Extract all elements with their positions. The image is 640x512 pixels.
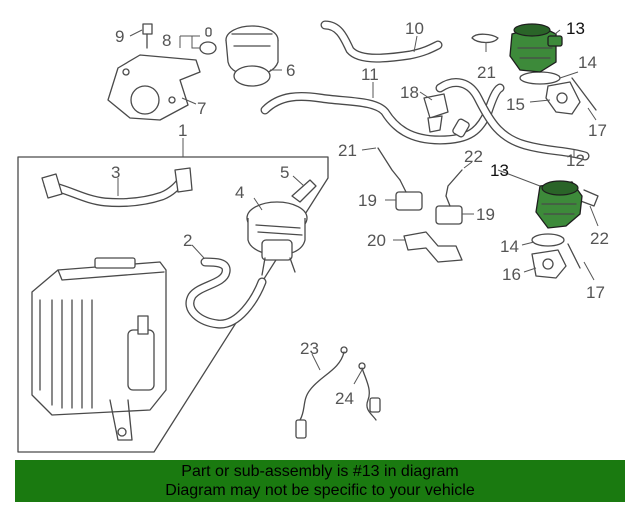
flange-15 (545, 81, 581, 115)
bracket-20 (403, 231, 463, 263)
oxygen-sensor-23 (295, 346, 348, 439)
bracket-7 (107, 54, 201, 121)
valve-19-left (395, 179, 423, 211)
callout-2: 2 (183, 231, 192, 250)
valve-19-right (435, 195, 463, 225)
callout-23: 23 (300, 339, 319, 358)
bolt-9 (142, 23, 153, 49)
gasket-14-top (519, 71, 561, 85)
callout-22-left: 22 (464, 147, 483, 166)
callout-10: 10 (405, 19, 424, 38)
air-pump-6 (225, 25, 279, 87)
grommet-8 (199, 27, 217, 55)
callout-18: 18 (400, 83, 419, 102)
callout-21-top: 21 (477, 63, 496, 82)
parts-diagram: 1 2 3 4 5 6 7 8 9 10 11 12 13 13 14 14 1… (17, 19, 609, 453)
callout-1: 1 (178, 121, 187, 140)
callout-22-right: 22 (590, 229, 609, 248)
purge-valve-4 (246, 179, 317, 276)
info-banner: Part or sub-assembly is #13 in diagram D… (15, 460, 625, 502)
banner-line-1: Part or sub-assembly is #13 in diagram (181, 463, 459, 480)
highlighted-part-13-bottom (535, 180, 583, 229)
callout-12: 12 (566, 151, 585, 170)
callout-17-top: 17 (588, 121, 607, 140)
leader-lines (117, 29, 599, 385)
flange-16 (531, 249, 567, 279)
highlighted-part-13-top (509, 23, 563, 73)
callout-14-bottom: 14 (500, 237, 519, 256)
callout-4: 4 (235, 183, 244, 202)
callout-17-bottom: 17 (586, 283, 605, 302)
gasket-14-bottom (531, 233, 565, 247)
bolt-17-top (571, 77, 597, 111)
callout-13-bottom: 13 (490, 161, 509, 180)
callout-21-left: 21 (338, 141, 357, 160)
corrugated-hose-2 (185, 257, 267, 329)
callout-20: 20 (367, 231, 386, 250)
callout-19-right: 19 (476, 205, 495, 224)
cable-21-left (377, 147, 401, 181)
pipe-12 (435, 78, 590, 161)
callout-9: 9 (115, 27, 124, 46)
callout-15: 15 (506, 95, 525, 114)
hose-assembly-3 (41, 167, 193, 207)
clip-21-top (471, 33, 499, 44)
charcoal-canister (31, 257, 167, 441)
callout-16: 16 (502, 265, 521, 284)
sensor-18 (423, 93, 449, 133)
callout-6: 6 (286, 61, 295, 80)
callout-13-top: 13 (566, 19, 585, 38)
callout-11: 11 (361, 65, 379, 84)
callout-7: 7 (197, 99, 206, 118)
callout-24: 24 (335, 389, 354, 408)
cable-22-left (445, 169, 463, 197)
banner-line-2: Diagram may not be specific to your vehi… (165, 482, 475, 499)
hose-10 (320, 20, 443, 63)
callout-3: 3 (111, 163, 120, 182)
oxygen-sensor-24 (358, 362, 381, 421)
clip-22-right (577, 189, 599, 207)
callout-8: 8 (162, 31, 171, 50)
callout-14-top: 14 (578, 53, 597, 72)
callout-5: 5 (280, 163, 289, 182)
bolt-17-bottom (567, 243, 581, 269)
callout-19-left: 19 (358, 191, 377, 210)
